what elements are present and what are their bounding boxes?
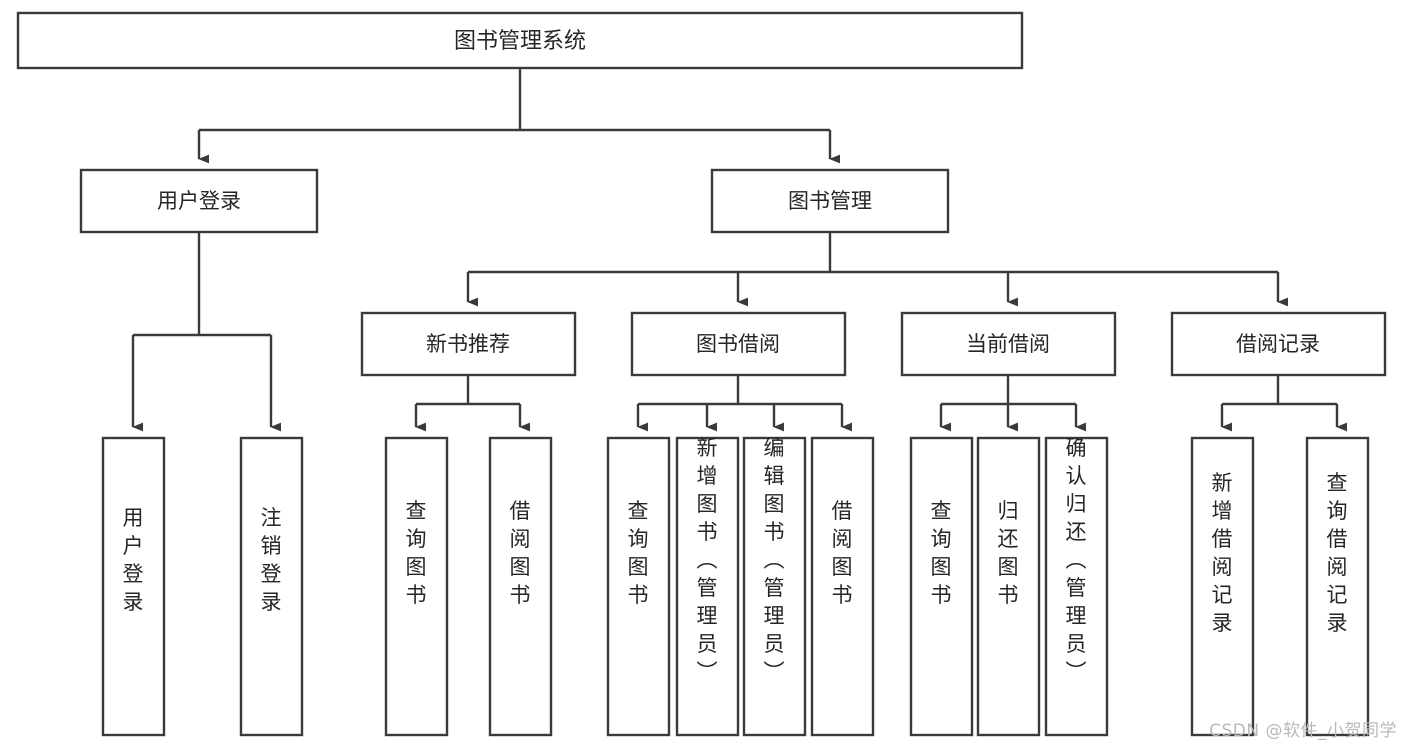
node-current-borrow-label: 当前借阅	[966, 332, 1050, 356]
leaf-label: 新增借阅记录	[1212, 471, 1233, 635]
leaf-node[interactable]: 编辑图书︵管理员︶	[742, 436, 807, 737]
leaf-node[interactable]: 借阅图书	[488, 436, 553, 737]
leaf-box[interactable]	[1305, 436, 1370, 737]
leaf-box[interactable]	[976, 436, 1041, 737]
leaf-label: 编辑图书︵管理员︶	[764, 436, 785, 684]
node-user-login[interactable]: 用户登录	[79, 168, 319, 234]
leaf-label: 查询图书	[406, 499, 427, 607]
leaf-box[interactable]	[101, 436, 166, 737]
node-book-borrow-label: 图书借阅	[696, 332, 780, 356]
leaf-box[interactable]	[1044, 436, 1109, 737]
node-current-borrow[interactable]: 当前借阅	[900, 311, 1117, 377]
leaf-node[interactable]: 查询图书	[606, 436, 671, 737]
node-book-management-label: 图书管理	[788, 189, 872, 213]
leaf-box[interactable]	[1190, 436, 1255, 737]
node-borrow-record-label: 借阅记录	[1236, 332, 1320, 356]
node-root-box[interactable]	[16, 11, 1024, 70]
node-new-book-recommend[interactable]: 新书推荐	[360, 311, 577, 377]
node-book-management-box[interactable]	[710, 168, 950, 234]
node-book-borrow[interactable]: 图书借阅	[630, 311, 847, 377]
node-new-book-recommend-box[interactable]	[360, 311, 577, 377]
leaf-label: 用户登录	[123, 506, 144, 614]
node-root[interactable]: 图书管理系统	[16, 11, 1024, 70]
leaf-label: 查询图书	[628, 499, 649, 607]
leaf-box[interactable]	[488, 436, 553, 737]
leaf-label: 归还图书	[998, 499, 1019, 607]
connector-layer	[131, 68, 1348, 432]
leaf-node[interactable]: 查询图书	[909, 436, 974, 737]
leaf-label: 查询图书	[931, 499, 952, 607]
leaf-label: 注销登录	[261, 506, 282, 614]
leaf-node[interactable]: 新增借阅记录	[1190, 436, 1255, 737]
leaf-box[interactable]	[384, 436, 449, 737]
leaf-node[interactable]: 归还图书	[976, 436, 1041, 737]
node-new-book-recommend-label: 新书推荐	[426, 332, 510, 356]
node-borrow-record-box[interactable]	[1170, 311, 1387, 377]
leaf-box[interactable]	[675, 436, 740, 737]
leaf-label: 查询借阅记录	[1327, 471, 1348, 635]
leaf-layer: 用户登录 注销登录 查询图书 借阅图书 查询图书 新增图书︵管理员︶	[101, 436, 1370, 737]
leaf-node[interactable]: 用户登录	[101, 436, 166, 737]
leaf-node[interactable]: 确认归还︵管理员︶	[1044, 436, 1109, 737]
leaf-label: 确认归还︵管理员︶	[1066, 436, 1087, 684]
node-borrow-record[interactable]: 借阅记录	[1170, 311, 1387, 377]
leaf-node[interactable]: 新增图书︵管理员︶	[675, 436, 740, 737]
node-user-login-box[interactable]	[79, 168, 319, 234]
leaf-box[interactable]	[909, 436, 974, 737]
node-book-borrow-box[interactable]	[630, 311, 847, 377]
leaf-box[interactable]	[742, 436, 807, 737]
leaf-node[interactable]: 查询借阅记录	[1305, 436, 1370, 737]
node-book-management[interactable]: 图书管理	[710, 168, 950, 234]
node-user-login-label: 用户登录	[157, 189, 241, 213]
leaf-label: 借阅图书	[832, 499, 853, 607]
leaf-node[interactable]: 借阅图书	[810, 436, 875, 737]
leaf-label: 新增图书︵管理员︶	[697, 436, 718, 684]
leaf-box[interactable]	[239, 436, 304, 737]
leaf-box[interactable]	[810, 436, 875, 737]
leaf-box[interactable]	[606, 436, 671, 737]
node-current-borrow-box[interactable]	[900, 311, 1117, 377]
leaf-label: 借阅图书	[510, 499, 531, 607]
leaf-node[interactable]: 查询图书	[384, 436, 449, 737]
leaf-node[interactable]: 注销登录	[239, 436, 304, 737]
node-root-label: 图书管理系统	[454, 29, 586, 54]
